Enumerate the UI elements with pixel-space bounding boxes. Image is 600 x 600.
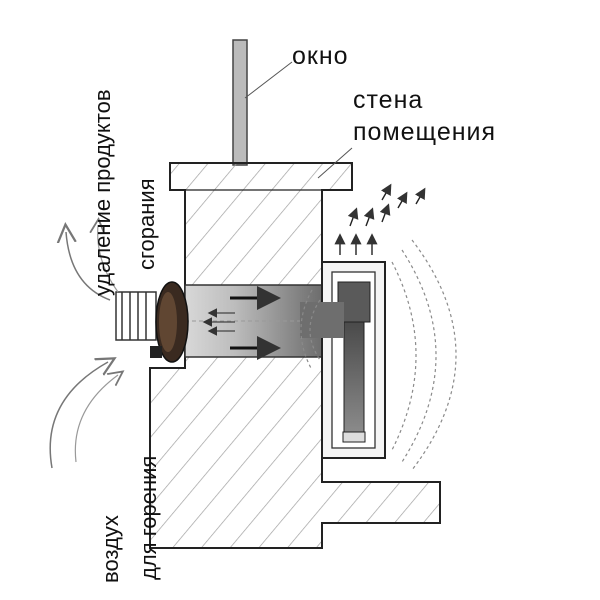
heat-waves: [300, 239, 457, 471]
exhaust-label-line2: сгорания: [134, 178, 159, 270]
intake-label-line1: воздух: [98, 515, 123, 583]
terminal-cap: [115, 281, 189, 363]
room-wall-label-line2: помещения: [353, 118, 497, 146]
heater-unit: [300, 261, 386, 459]
exhaust-arrows: [66, 225, 119, 301]
exhaust-label-line1: удаление продуктов: [90, 89, 115, 296]
leader-lines: [244, 61, 353, 179]
heat-rise-arrows: [334, 183, 426, 255]
window-label: окно: [292, 42, 349, 70]
room-wall-label-line1: стена: [353, 86, 424, 114]
intake-arrows: [49, 362, 118, 469]
intake-label-line2: для горения: [136, 455, 161, 580]
flow-arrows: [202, 286, 281, 360]
window-rod: [232, 39, 248, 166]
